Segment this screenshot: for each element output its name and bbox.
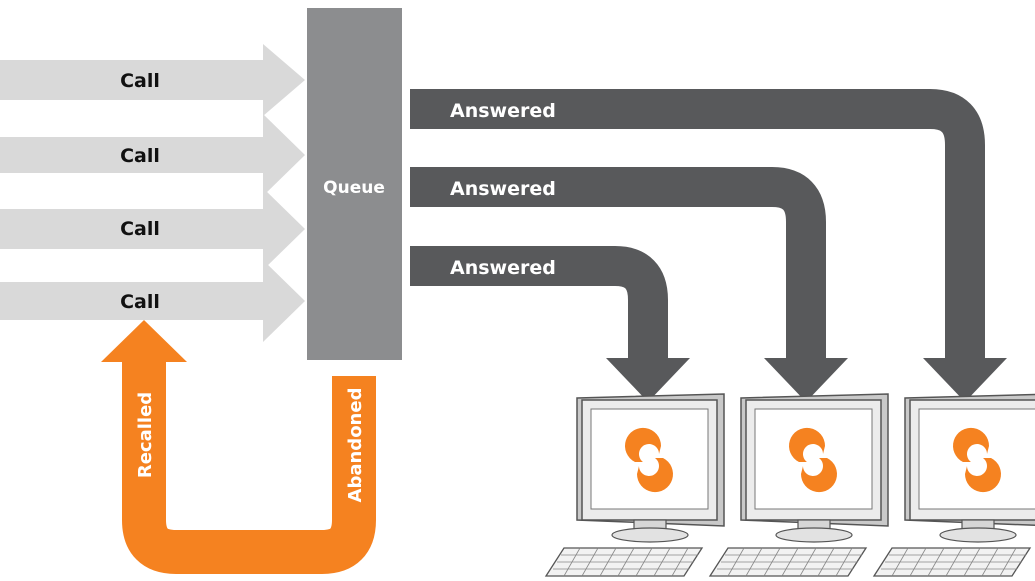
agent-computer-2 — [709, 393, 889, 577]
call-label-2: Call — [120, 145, 160, 167]
answered-label-1: Answered — [450, 100, 556, 122]
answered-label-2: Answered — [450, 178, 556, 200]
recalled-label: Recalled — [135, 392, 156, 478]
call-label-4: Call — [120, 291, 160, 313]
agent-computer-1 — [545, 393, 725, 577]
queue-block: Queue — [307, 8, 402, 360]
answered-arrow-1: Answered — [410, 89, 1007, 402]
answered-arrow-2: Answered — [410, 167, 848, 402]
call-arrow-1: Call — [0, 44, 305, 116]
call-arrow-4: Call — [0, 260, 305, 342]
abandoned-recalled-arrow: Recalled Abandoned — [101, 320, 376, 574]
call-arrow-3: Call — [0, 188, 305, 270]
answered-label-3: Answered — [450, 257, 556, 279]
answered-arrow-3: Answered — [410, 246, 690, 402]
call-arrow-2: Call — [0, 114, 305, 196]
abandoned-label: Abandoned — [345, 388, 366, 503]
queue-label: Queue — [323, 178, 385, 198]
agent-computer-3 — [873, 393, 1035, 577]
call-label-3: Call — [120, 218, 160, 240]
call-label-1: Call — [120, 70, 160, 92]
